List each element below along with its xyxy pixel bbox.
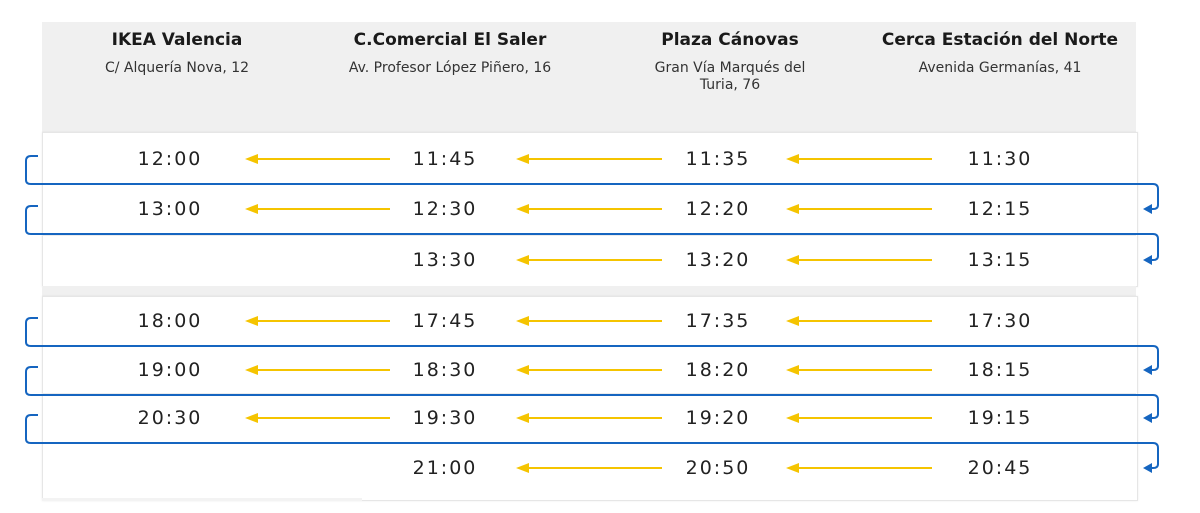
- return-connector-icon: [25, 366, 1159, 419]
- departure-time: 20:45: [967, 457, 1033, 479]
- departure-time: 13:20: [685, 249, 751, 271]
- connector-arrowhead-icon: [1143, 413, 1152, 423]
- arrow-left-icon: [786, 365, 932, 375]
- arrow-left-icon: [786, 255, 932, 265]
- return-connector-icon: [25, 155, 1159, 210]
- stop-name: Plaza Cánovas: [661, 30, 799, 50]
- evening-panel: [42, 296, 1138, 501]
- arrow-left-icon: [516, 365, 662, 375]
- departure-time: 13:15: [967, 249, 1033, 271]
- arrow-left-icon: [786, 413, 932, 423]
- panel-shadow: [42, 498, 362, 501]
- arrow-left-icon: [245, 154, 390, 164]
- departure-time: 21:00: [412, 457, 478, 479]
- arrow-left-icon: [516, 255, 662, 265]
- departure-time: 17:30: [967, 310, 1033, 332]
- stop-address: Avenida Germanías, 41: [918, 60, 1082, 76]
- departure-time: 20:50: [685, 457, 751, 479]
- arrow-left-icon: [516, 154, 662, 164]
- arrow-left-icon: [245, 204, 390, 214]
- arrow-left-icon: [786, 316, 932, 326]
- row-divider: [42, 235, 1136, 236]
- arrow-left-icon: [786, 463, 932, 473]
- arrow-left-icon: [516, 316, 662, 326]
- departure-time: 11:30: [967, 148, 1033, 170]
- departure-time: 12:20: [685, 198, 751, 220]
- stop-name: IKEA Valencia: [111, 30, 243, 50]
- stop-plaza-canovas: Plaza Cánovas Gran Vía Marqués del Turia…: [640, 0, 820, 94]
- departure-time: 19:00: [137, 359, 203, 381]
- departure-time: 17:35: [685, 310, 751, 332]
- departure-time: 13:00: [137, 198, 203, 220]
- departure-time: 11:35: [685, 148, 751, 170]
- stop-name: C.Comercial El Saler: [353, 30, 547, 50]
- stop-address: C/ Alquería Nova, 12: [104, 60, 250, 76]
- stop-address: Av. Profesor López Piñero, 16: [348, 60, 552, 76]
- table-header: [42, 22, 1136, 132]
- departure-time: 12:00: [137, 148, 203, 170]
- connector-arrowhead-icon: [1143, 365, 1152, 375]
- arrow-left-icon: [786, 204, 932, 214]
- departure-time: 19:15: [967, 407, 1033, 429]
- departure-time: 19:20: [685, 407, 751, 429]
- departure-time: 18:00: [137, 310, 203, 332]
- arrow-left-icon: [516, 463, 662, 473]
- departure-time: 12:30: [412, 198, 478, 220]
- row-divider: [42, 393, 1136, 394]
- departure-time: 18:20: [685, 359, 751, 381]
- return-connector-icon: [25, 317, 1159, 371]
- connector-arrowhead-icon: [1143, 204, 1152, 214]
- arrow-left-icon: [786, 154, 932, 164]
- return-connector-icon: [25, 414, 1159, 469]
- departure-time: 17:45: [412, 310, 478, 332]
- departure-time: 20:30: [137, 407, 203, 429]
- connector-arrowhead-icon: [1143, 255, 1152, 265]
- stop-address: Gran Vía Marqués del Turia, 76: [654, 60, 806, 93]
- stop-ikea-valencia: IKEA Valencia C/ Alquería Nova, 12: [72, 0, 282, 77]
- stop-cc-el-saler: C.Comercial El Saler Av. Profesor López …: [320, 0, 580, 77]
- departure-time: 19:30: [412, 407, 478, 429]
- stop-estacion-norte: Cerca Estación del Norte Avenida Germaní…: [870, 0, 1130, 77]
- connector-arrowhead-icon: [1143, 463, 1152, 473]
- arrow-left-icon: [516, 413, 662, 423]
- departure-time: 11:45: [412, 148, 478, 170]
- departure-time: 18:30: [412, 359, 478, 381]
- arrow-left-icon: [245, 365, 390, 375]
- stop-name: Cerca Estación del Norte: [881, 30, 1119, 50]
- arrow-left-icon: [245, 413, 390, 423]
- arrow-left-icon: [516, 204, 662, 214]
- departure-time: 12:15: [967, 198, 1033, 220]
- departure-time: 18:15: [967, 359, 1033, 381]
- arrow-left-icon: [245, 316, 390, 326]
- section-separator: [42, 286, 1136, 296]
- departure-time: 13:30: [412, 249, 478, 271]
- return-connector-icon: [25, 205, 1159, 261]
